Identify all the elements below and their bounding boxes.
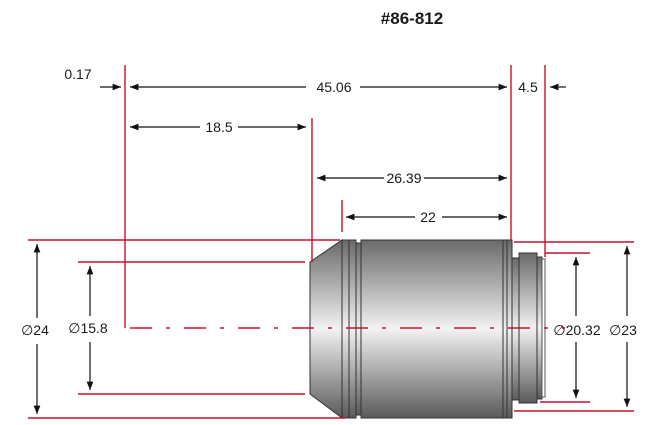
dim-front-diameter: ∅15.8 (68, 320, 108, 336)
dim-rear-length: 4.5 (518, 79, 538, 95)
dim-rear-diameter: ∅23 (609, 322, 637, 338)
lens-body (309, 239, 546, 419)
dim-overall-length: 45.06 (316, 79, 351, 95)
extension-lines (28, 65, 634, 419)
dim-thread-diameter: ∅20.32 (553, 322, 600, 338)
part-number-title: #86-812 (381, 9, 443, 28)
dim-front-length: 18.5 (205, 119, 232, 135)
dim-outer-diameter: ∅24 (21, 322, 49, 338)
dim-body-length: 26.39 (386, 170, 421, 186)
dimension-arrows (33, 83, 631, 414)
dimension-labels: 0.17 45.06 4.5 18.5 26.39 22 ∅24 ∅15.8 ∅… (21, 66, 637, 338)
dim-barrel-length: 22 (420, 209, 436, 225)
dim-offset: 0.17 (64, 66, 91, 82)
